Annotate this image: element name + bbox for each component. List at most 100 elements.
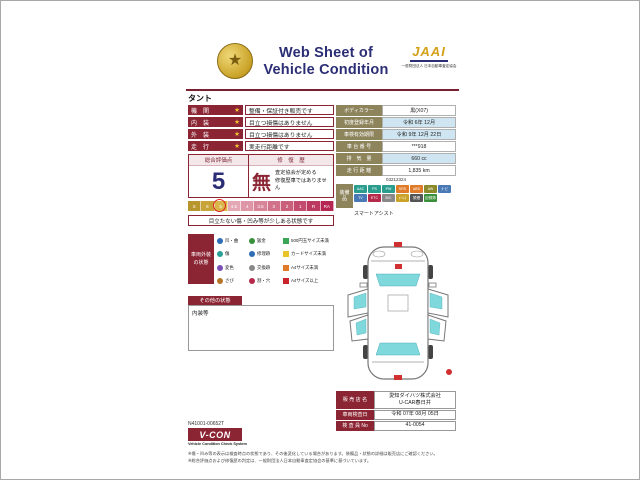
dent-icon [217, 238, 223, 244]
legend-column-sizes: 500円玉サイズ未満 カードサイズ未満 A4サイズ未満 A4サイズ以上 [283, 234, 333, 288]
mirror-right [428, 282, 437, 288]
exterior-legend: 車両外装 の状態 凹・曲 傷 変色 さび 鈑金 修理跡 交換跡 割・穴 500円… [188, 234, 334, 288]
door-rear-left-window [355, 318, 367, 336]
rating-label: 内 装 ★ [188, 117, 243, 127]
info-label: 初度登録年月 [336, 117, 382, 128]
car-name: タント [188, 94, 212, 103]
crack-hole-icon [249, 277, 255, 284]
table-row: 車 台 番 号 ***918 [336, 141, 456, 152]
door-front-right-window [429, 292, 443, 310]
legend-item: 凹・曲 [217, 235, 249, 247]
table-row: 車検有効期限 令和 9年 12月 22日 [336, 129, 456, 140]
table-row: ボディカラー 黒(X07) [336, 105, 456, 116]
info-value: 1,835 km [382, 165, 456, 176]
rating-comment: 目立つ損傷はありません [245, 117, 334, 127]
scale-seg-9: R [307, 201, 321, 211]
door-rear-right-window [429, 318, 441, 336]
equipment-badge-8: ETC [368, 194, 381, 202]
exterior-legend-title2: の状態 [193, 260, 209, 266]
size-card-icon [283, 251, 289, 258]
rating-comment: 目立つ損傷はありません [245, 129, 334, 139]
rating-comment-text: 実走行距離です [249, 144, 290, 151]
grade-scale-bar: S 6 5 4.5 4 3.5 3 2 1 R RA [188, 199, 334, 212]
windshield [375, 273, 421, 287]
equipment-badge-2: PW [382, 185, 395, 193]
rating-label: 機 関 ★ [188, 105, 243, 115]
damage-mark-front [394, 242, 402, 247]
jaai-logo: JAAI [410, 44, 448, 62]
equipment-badge-1: PS [368, 185, 381, 193]
legend-item: 交換跡 [249, 262, 283, 274]
rating-row-mileage: 走 行 ★ 実走行距離です [188, 141, 334, 151]
vcon-subtitle: Vehicle Condition Check System [188, 442, 247, 446]
equipment-badge-9: B/C [382, 194, 395, 202]
table-row: 走 行 距 離 1,835 km [336, 165, 456, 176]
legend-item: A4サイズ以上 [283, 275, 333, 287]
other-state-content: 内装等 [192, 311, 209, 317]
inspection-date-value: 令和 07年 08月 05日 [374, 410, 456, 420]
info-value: ***918 [382, 141, 456, 152]
inspector-no-label: 検 査 員 No [336, 421, 374, 431]
sheetmetal-icon [249, 238, 255, 244]
equipment-badge-12: 記録簿 [424, 194, 437, 202]
equipment-badge-6: ナビ [438, 185, 451, 193]
mirror-left [359, 282, 368, 288]
page-title: Web Sheet of Vehicle Condition [255, 45, 397, 80]
rear-window [375, 342, 421, 356]
vcon-logo: V-CON [188, 428, 242, 441]
legend-item: 割・穴 [249, 275, 283, 287]
rating-comment-text: 目立つ損傷はありません [249, 120, 313, 127]
equipment-badge-7: TV [354, 194, 367, 202]
star-icon: ★ [234, 107, 240, 114]
dealer-name-value: 愛知ダイハツ株式会社 U-CAR春日井 [374, 391, 456, 409]
rating-comment-text: 整備・保証付き販売です [249, 108, 313, 115]
repair-history-block: 修 復 歴 無 査定協会が定める 修復歴車ではありません [249, 155, 333, 197]
equipment-badge-0: AAC [354, 185, 367, 193]
info-value: 660 cc [382, 153, 456, 164]
overall-score-value: 5 [211, 167, 226, 195]
rating-row-exterior: 外 装 ★ 目立つ損傷はありません [188, 129, 334, 139]
legend-item: 傷 [217, 248, 249, 260]
equipment-badge-5: AW [424, 185, 437, 193]
roof-panel [387, 294, 409, 312]
wheel-front-right [428, 265, 433, 279]
medal-star-icon: ★ [227, 52, 243, 69]
legend-item: 修理跡 [249, 248, 283, 260]
jaai-medal-icon: ★ [217, 43, 253, 79]
damage-mark-rear [394, 375, 402, 380]
legend-item: 鈑金 [249, 235, 283, 247]
legend-item: さび [217, 275, 249, 287]
equipment-badge-11: 禁煙 [410, 194, 423, 202]
equipment-section: 装備品 AAC PS PW SRS ABS AW ナビ TV ETC B/C ｷ… [336, 184, 456, 208]
legend-column-1: 凹・曲 傷 変色 さび [217, 234, 249, 288]
scale-seg-3: 4.5 [227, 201, 242, 211]
rating-label-text: 内 装 [191, 120, 210, 127]
star-icon: ★ [234, 143, 240, 150]
dealer-table: 販 売 店 名 愛知ダイハツ株式会社 U-CAR春日井 車両検査日 令和 07年… [336, 391, 456, 432]
replaced-icon [249, 264, 255, 271]
overall-score-block: 総合評価点 5 [189, 155, 249, 197]
equipment-note: スマートアシスト [354, 211, 394, 217]
other-state-header: その他の状態 [188, 296, 242, 305]
equipment-badge-10: ｷｰﾚｽ [396, 194, 409, 202]
size-a4-under-icon [283, 264, 289, 271]
vehicle-info-table: ボディカラー 黒(X07) 初度登録年月 令和 6年 12月 車検有効期限 令和… [336, 105, 456, 177]
dealer-name-line1: 愛知ダイハツ株式会社 [389, 392, 441, 399]
document-number: N41001-00652T [188, 421, 225, 427]
exterior-legend-header: 車両外装 の状態 [188, 234, 214, 284]
scale-seg-10: RA [320, 201, 334, 211]
page-title-line1: Web Sheet of [279, 45, 373, 61]
car-topview-svg [347, 242, 452, 380]
repair-note-line2: 修復歴車ではありません [275, 177, 327, 192]
fine-print-line1: ※傷・凹み等の表示は検査時点の状態であり、その後変化している場合があります。装備… [188, 451, 438, 456]
info-label: 排 気 量 [336, 153, 382, 164]
damage-mark-corner [446, 369, 452, 375]
table-row: 販 売 店 名 愛知ダイハツ株式会社 U-CAR春日井 [336, 391, 456, 409]
equipment-header: 装備品 [336, 184, 353, 208]
info-label: 走 行 距 離 [336, 165, 382, 176]
rating-label-text: 走 行 [191, 144, 210, 151]
info-value: 令和 9年 12月 22日 [382, 129, 456, 140]
table-row: 検 査 員 No 41-0054 [336, 421, 456, 431]
repair-history-value: 無 [252, 173, 272, 194]
